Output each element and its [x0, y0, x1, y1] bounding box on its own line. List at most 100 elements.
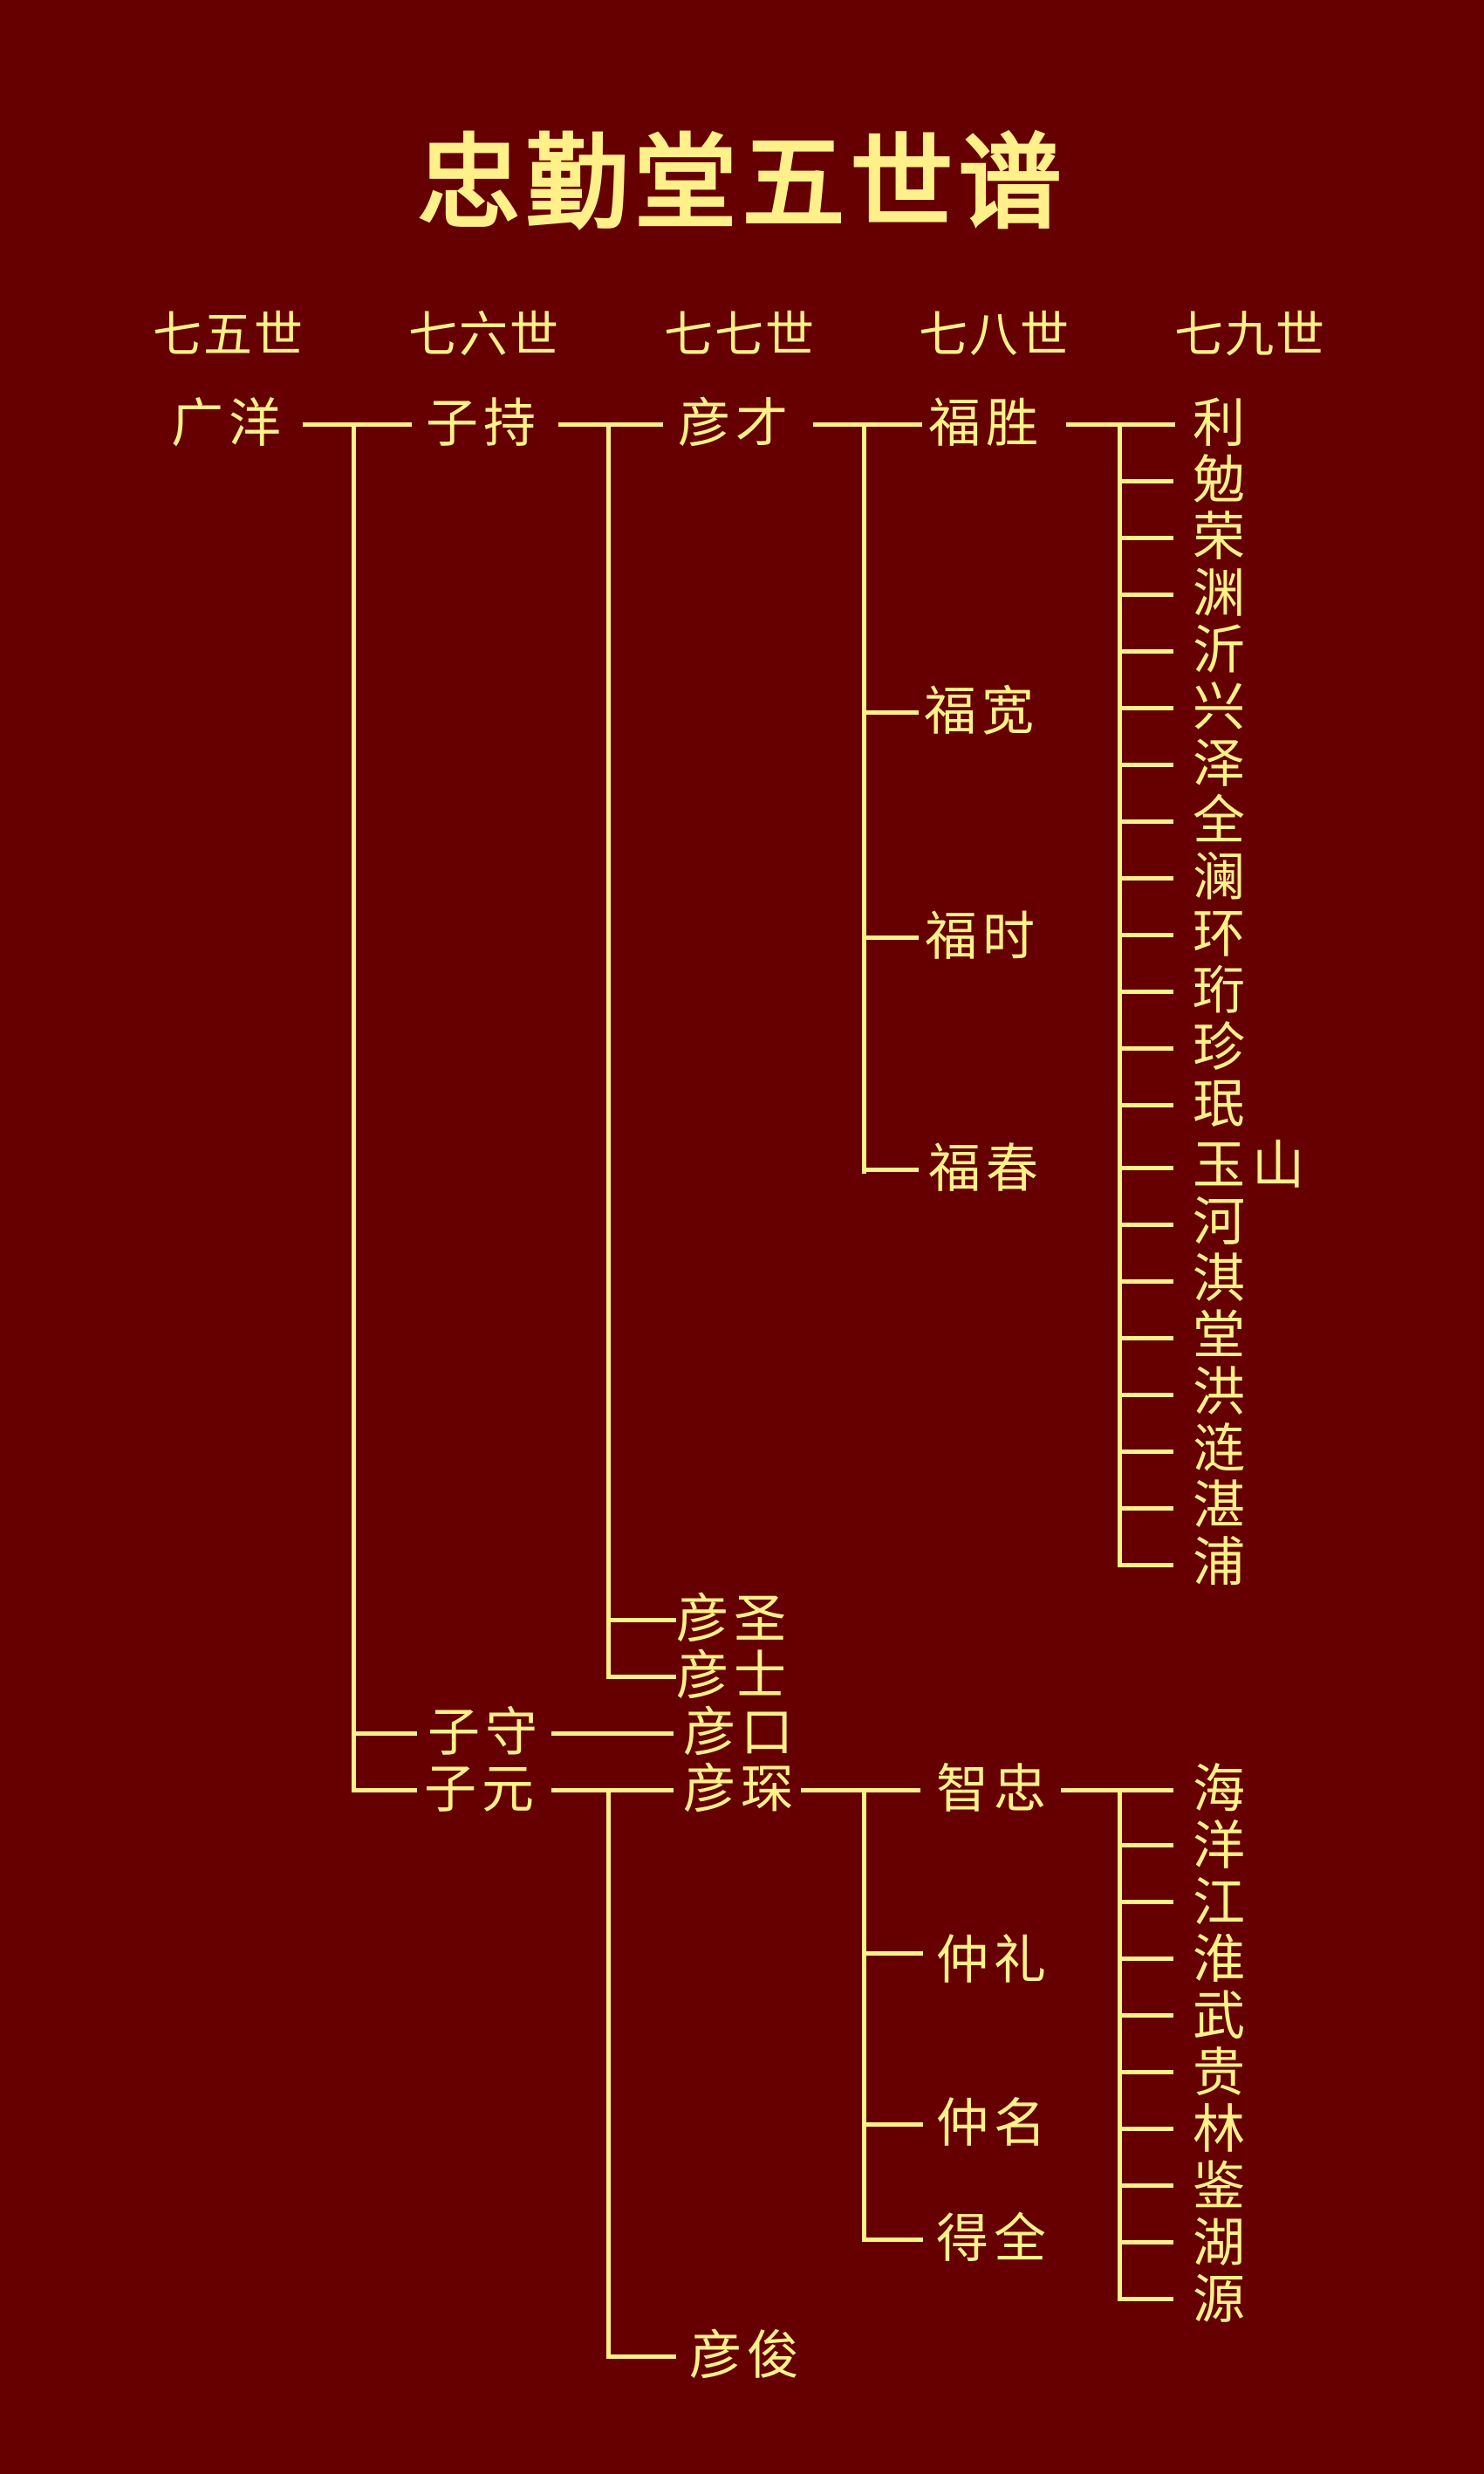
connector-h	[862, 2122, 923, 2127]
connector-h	[606, 2354, 676, 2359]
person-yankou: 彦口	[683, 1703, 798, 1764]
connector-h	[801, 1788, 920, 1792]
person-fusheng: 福胜	[928, 394, 1043, 455]
person-yanchen: 彦琛	[683, 1759, 798, 1820]
generation-header-76: 七六世	[408, 307, 560, 364]
connector-h	[1118, 1166, 1173, 1170]
connector-h	[862, 1951, 923, 1956]
person-gen79: 兴	[1193, 677, 1245, 738]
connector-h	[862, 2238, 923, 2242]
generation-header-78: 七八世	[919, 307, 1070, 364]
connector-v-yancai	[862, 422, 866, 1174]
connector-h	[1118, 2070, 1173, 2074]
person-gen79: 澜	[1193, 847, 1245, 908]
connector-h	[1118, 1103, 1173, 1107]
connector-h	[1118, 536, 1173, 540]
connector-h	[1118, 1506, 1173, 1511]
person-zichi: 子持	[426, 394, 541, 455]
person-gen79: 浦	[1193, 1532, 1245, 1593]
person-gen79: 湖	[1193, 2213, 1245, 2274]
connector-h	[1118, 593, 1173, 597]
connector-h	[1118, 2183, 1173, 2188]
connector-h	[1061, 1788, 1173, 1792]
connector-h	[606, 1618, 676, 1622]
connector-h	[1118, 1957, 1173, 1961]
person-gen79: 源	[1193, 2270, 1245, 2331]
person-yanshi: 彦士	[676, 1646, 791, 1707]
connector-h	[1118, 1046, 1173, 1051]
person-gen79: 全	[1193, 791, 1245, 852]
person-fushi: 福时	[925, 907, 1040, 968]
person-zishou: 子守	[427, 1703, 543, 1764]
person-gen79: 贵	[1193, 2043, 1245, 2104]
connector-h	[1118, 1336, 1173, 1340]
person-zhongli: 仲礼	[936, 1930, 1051, 1991]
person-gen79: 堂	[1193, 1306, 1245, 1367]
connector-h	[1118, 819, 1173, 824]
connector-h	[1118, 2240, 1173, 2244]
connector-h	[1118, 1449, 1173, 1454]
connector-h	[1118, 1279, 1173, 1284]
person-gen79: 沂	[1193, 620, 1245, 682]
person-gen79: 淮	[1193, 1929, 1245, 1991]
person-gen79: 洋	[1193, 1816, 1245, 1877]
connector-h	[606, 1675, 676, 1679]
person-dequan: 得全	[936, 2209, 1051, 2270]
person-gen79: 河	[1193, 1192, 1245, 1253]
person-gen79: 涟	[1193, 1419, 1245, 1480]
connector-h	[551, 1788, 674, 1792]
connector-h	[1118, 649, 1173, 654]
connector-h	[551, 1731, 674, 1736]
person-gen79: 淇	[1193, 1249, 1245, 1310]
generation-header-79: 七九世	[1174, 307, 1326, 364]
person-gen79: 珍	[1193, 1018, 1245, 1079]
connector-h	[303, 422, 412, 427]
person-gen79: 林	[1193, 2100, 1245, 2161]
person-ziyuan: 子元	[424, 1759, 539, 1820]
connector-h	[1118, 2013, 1173, 2018]
connector-h	[1118, 1223, 1173, 1227]
connector-h	[813, 422, 922, 427]
generation-header-77: 七七世	[664, 307, 816, 364]
person-gen79: 珩	[1193, 961, 1245, 1022]
connector-h	[1118, 933, 1173, 937]
connector-h	[1118, 1563, 1173, 1567]
person-gen79: 湛	[1193, 1476, 1245, 1537]
page-title: 忠勤堂五世谱	[417, 122, 1067, 243]
connector-h	[352, 1788, 417, 1792]
person-fuchun: 福春	[928, 1139, 1043, 1200]
connector-h	[1118, 1900, 1173, 1904]
connector-h	[862, 935, 919, 940]
generation-header-75: 七五世	[153, 307, 304, 364]
person-guangyang: 广洋	[171, 394, 286, 455]
person-gen79: 江	[1193, 1873, 1245, 1934]
connector-h	[1118, 2127, 1173, 2131]
person-gen79: 荣	[1193, 507, 1245, 568]
person-gen79: 玉山	[1193, 1135, 1311, 1196]
person-yancai: 彦才	[678, 394, 793, 455]
connector-h	[862, 710, 919, 715]
person-gen79: 泽	[1193, 734, 1245, 795]
connector-v-yanchen	[862, 1788, 866, 2241]
person-zhizhong: 智忠	[936, 1759, 1051, 1820]
connector-h	[1118, 763, 1173, 767]
person-gen79: 武	[1193, 1986, 1245, 2047]
connector-h	[352, 1731, 417, 1736]
person-yanjun: 彦俊	[689, 2326, 804, 2387]
connector-h	[1118, 479, 1173, 483]
connector-h	[1118, 876, 1173, 881]
connector-h	[558, 422, 663, 427]
connector-h	[1118, 1393, 1173, 1397]
connector-h	[1118, 2297, 1173, 2301]
person-gen79: 洪	[1193, 1362, 1245, 1423]
connector-h	[1118, 1843, 1173, 1847]
connector-v-gen75	[352, 422, 356, 1792]
person-gen79: 鉴	[1193, 2156, 1245, 2217]
person-gen79: 海	[1193, 1759, 1245, 1820]
person-zhongming: 仲名	[936, 2094, 1051, 2155]
person-gen79: 渊	[1193, 564, 1245, 625]
person-gen79: 勉	[1193, 450, 1245, 511]
connector-v-zhizhong	[1118, 1788, 1122, 2301]
person-gen79: 环	[1193, 904, 1245, 965]
person-fukuan: 福宽	[924, 682, 1039, 743]
